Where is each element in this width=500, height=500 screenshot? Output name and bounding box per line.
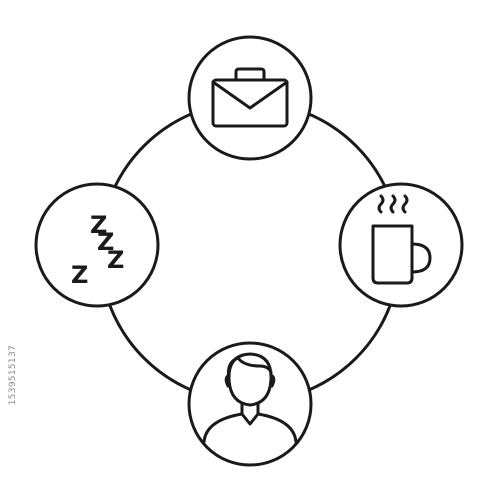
- break-node: [338, 182, 464, 308]
- person-node: [187, 341, 313, 467]
- steam-icon: [377, 194, 385, 214]
- stock-id-watermark: 1539515137: [8, 345, 18, 406]
- sleep-letter: Z: [71, 261, 88, 289]
- person-icon: [202, 352, 298, 444]
- sleep-letter: Z: [97, 228, 114, 256]
- work-node: [187, 35, 313, 161]
- sleep-letter: Z: [90, 211, 107, 239]
- coffee-mug-icon: [371, 194, 432, 285]
- briefcase-icon: [211, 67, 289, 128]
- sleep-zzz-icon: Z Z Z Z: [71, 211, 124, 289]
- sleep-letter: Z: [107, 246, 124, 274]
- sleep-node: Z Z Z Z: [34, 182, 160, 308]
